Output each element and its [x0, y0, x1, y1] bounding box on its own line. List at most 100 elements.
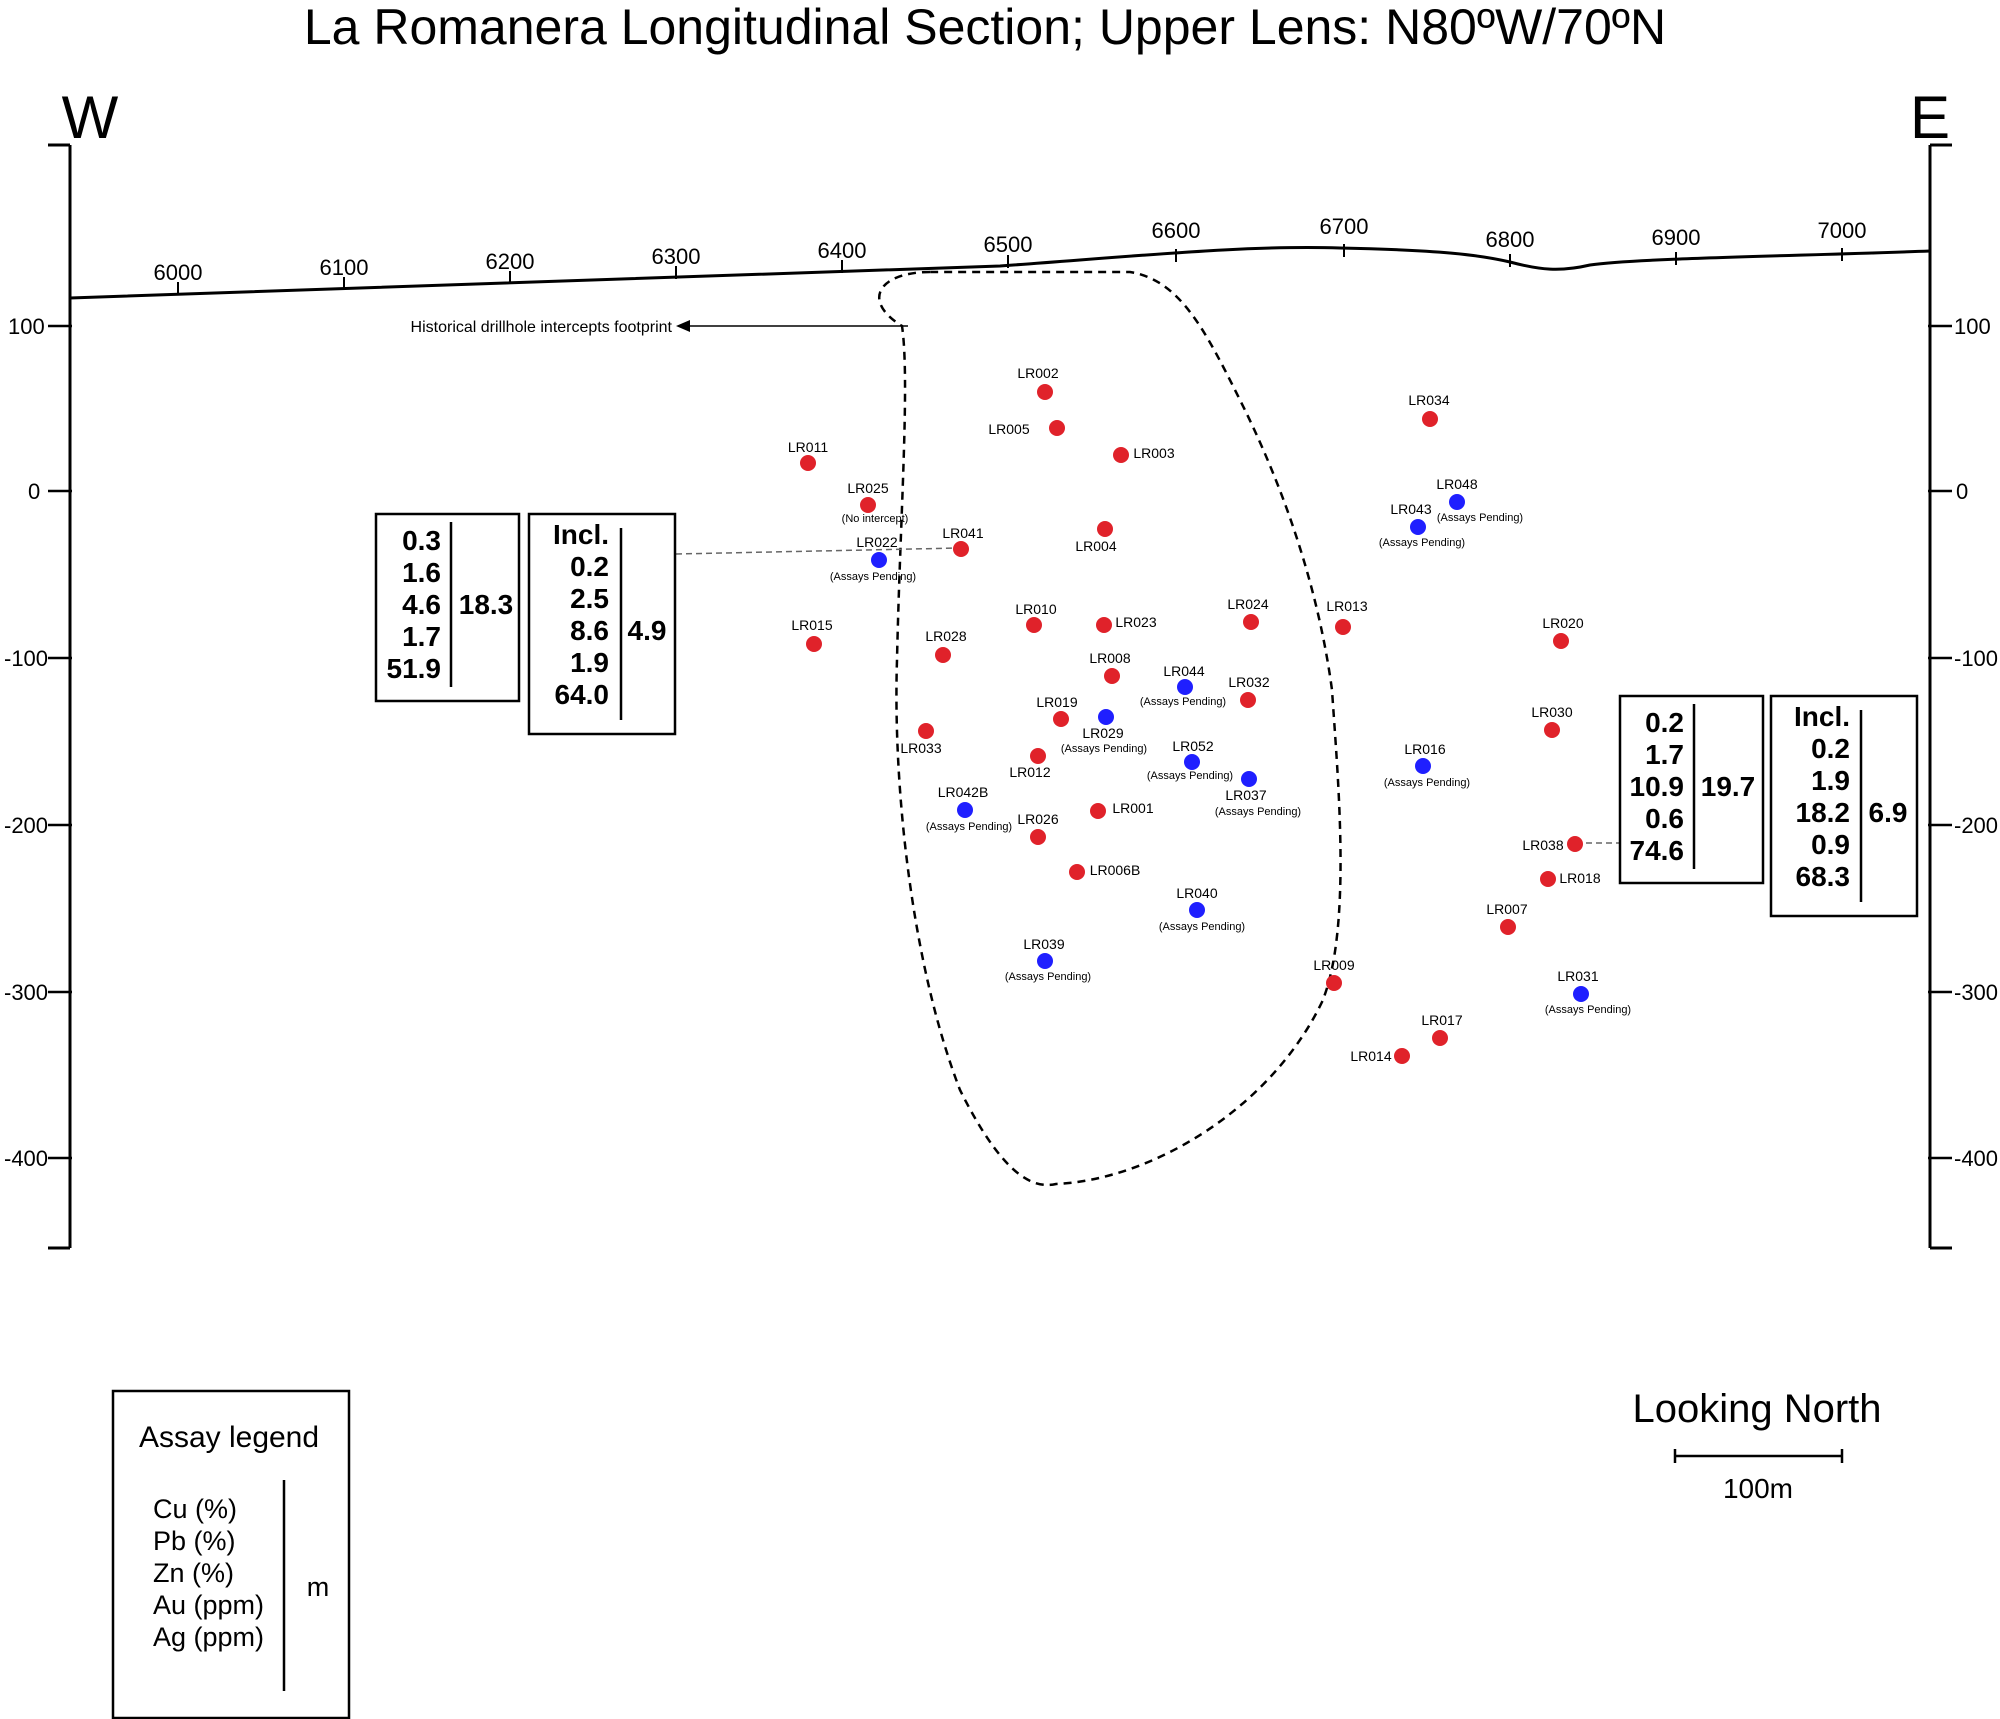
drillhole-marker-lr042b	[957, 802, 973, 818]
drillhole-marker-lr002	[1037, 384, 1053, 400]
drillhole-marker-lr008	[1104, 668, 1120, 684]
drillhole-marker-lr020	[1553, 633, 1569, 649]
drillhole-label-lr002: LR002	[1017, 365, 1058, 381]
drillhole-marker-lr016	[1415, 758, 1431, 774]
elev-label-neg400-right: -400	[1954, 1146, 1998, 1171]
drillhole-marker-lr028	[935, 647, 951, 663]
drillhole-label-lr010: LR010	[1015, 601, 1056, 617]
assay-legend: Assay legend Cu (%) Pb (%) Zn (%) Au (pp…	[111, 1389, 351, 1719]
easting-label-6600: 6600	[1152, 218, 1201, 243]
drillhole-label-lr019: LR019	[1036, 694, 1077, 710]
drillhole-marker-lr015	[806, 636, 822, 652]
legend-item-ag: Ag (ppm)	[153, 1622, 264, 1652]
assay-box-heading: Incl.	[553, 519, 609, 550]
assay-intercept-boxes: 0.31.64.61.751.918.3Incl.0.22.58.61.964.…	[374, 512, 1919, 918]
scale-bar	[1673, 1449, 1844, 1463]
drillhole-marker-lr025	[860, 497, 876, 513]
drillhole-label-lr039: LR039	[1023, 936, 1064, 952]
drillhole-marker-lr019	[1053, 711, 1069, 727]
west-label: W	[62, 84, 119, 151]
assay-box-value: 1.9	[570, 647, 609, 678]
elev-label-neg100-left: -100	[4, 646, 48, 671]
drillhole-note-lr052: (Assays Pending)	[1147, 770, 1233, 782]
drillhole-note-lr044: (Assays Pending)	[1140, 696, 1226, 708]
drillhole-marker-lr014	[1394, 1048, 1410, 1064]
elev-label-100-right: 100	[1954, 314, 1991, 339]
drillhole-note-lr037: (Assays Pending)	[1215, 806, 1301, 818]
footprint-label: Historical drillhole intercepts footprin…	[411, 319, 673, 336]
assay-box-3: 0.21.710.90.674.619.7	[1618, 694, 1765, 885]
assay-box-length: 4.9	[628, 615, 667, 646]
scale-bar-label: 100m	[1723, 1473, 1793, 1504]
footprint-callout: Historical drillhole intercepts footprin…	[411, 319, 908, 336]
drillhole-marker-lr012	[1030, 748, 1046, 764]
drillhole-marker-lr030	[1544, 722, 1560, 738]
drillhole-marker-lr034	[1422, 411, 1438, 427]
drillhole-marker-lr005	[1049, 420, 1065, 436]
easting-label-6200: 6200	[486, 249, 535, 274]
historical-footprint-outline	[878, 270, 1342, 1187]
drillhole-note-lr039: (Assays Pending)	[1005, 971, 1091, 983]
easting-label-6900: 6900	[1652, 225, 1701, 250]
drillhole-marker-lr026	[1030, 829, 1046, 845]
easting-label-7000: 7000	[1818, 218, 1867, 243]
legend-item-cu: Cu (%)	[153, 1494, 237, 1524]
drillhole-marker-lr007	[1500, 919, 1516, 935]
elev-label-neg100-right: -100	[1954, 646, 1998, 671]
drillhole-label-lr033: LR033	[900, 740, 941, 756]
assay-box-value: 68.3	[1796, 861, 1851, 892]
drillhole-label-lr024: LR024	[1227, 596, 1268, 612]
drillhole-label-lr004: LR004	[1075, 538, 1116, 554]
drillhole-label-lr005: LR005	[988, 421, 1029, 437]
drillhole-label-lr041: LR041	[942, 525, 983, 541]
drillhole-label-lr025: LR025	[847, 480, 888, 496]
elev-label-neg300-left: -300	[4, 980, 48, 1005]
assay-leader-west	[675, 547, 961, 555]
assay-box-value: 51.9	[387, 653, 442, 684]
drillhole-label-lr038: LR038	[1522, 837, 1563, 853]
drillhole-marker-lr043	[1410, 519, 1426, 535]
drillhole-note-lr043: (Assays Pending)	[1379, 537, 1465, 549]
assay-box-value: 1.7	[1645, 739, 1684, 770]
drillhole-marker-lr033	[918, 723, 934, 739]
assay-box-value: 0.2	[1645, 707, 1684, 738]
legend-item-zn: Zn (%)	[153, 1558, 234, 1588]
drillhole-marker-lr006b	[1069, 864, 1085, 880]
drillhole-label-lr044: LR044	[1163, 663, 1204, 679]
assay-box-2: Incl.0.22.58.61.964.04.9	[527, 512, 677, 736]
drillhole-note-lr040: (Assays Pending)	[1159, 921, 1245, 933]
drillhole-marker-lr001	[1090, 803, 1106, 819]
assay-box-value: 2.5	[570, 583, 609, 614]
drillhole-marker-lr037	[1241, 771, 1257, 787]
drillhole-marker-lr040	[1189, 902, 1205, 918]
drillhole-marker-lr031	[1573, 986, 1589, 1002]
drillhole-label-lr023: LR023	[1115, 614, 1156, 630]
drillhole-note-lr025: (No intercept)	[842, 513, 909, 525]
drillhole-marker-lr009	[1326, 975, 1342, 991]
legend-item-pb: Pb (%)	[153, 1526, 236, 1556]
easting-label-6400: 6400	[818, 238, 867, 263]
assay-box-value: 1.9	[1811, 765, 1850, 796]
drillhole-label-lr034: LR034	[1408, 392, 1449, 408]
drillhole-marker-lr052	[1184, 754, 1200, 770]
drillhole-label-lr040: LR040	[1176, 885, 1217, 901]
assay-box-value: 8.6	[570, 615, 609, 646]
drillhole-marker-lr024	[1243, 614, 1259, 630]
assay-box-length: 18.3	[459, 589, 514, 620]
drillhole-note-lr022: (Assays Pending)	[830, 571, 916, 583]
assay-box-1: 0.31.64.61.751.918.3	[374, 512, 521, 703]
assay-box-heading: Incl.	[1794, 701, 1850, 732]
assay-box-value: 0.2	[570, 551, 609, 582]
drillhole-note-lr031: (Assays Pending)	[1545, 1004, 1631, 1016]
assay-box-frame	[374, 512, 521, 703]
assay-box-frame	[527, 512, 677, 736]
drillhole-note-lr029: (Assays Pending)	[1061, 743, 1147, 755]
east-label: E	[1910, 84, 1950, 151]
elev-label-0-left: 0	[28, 479, 40, 504]
drillhole-label-lr020: LR020	[1542, 615, 1583, 631]
drillhole-label-lr007: LR007	[1486, 901, 1527, 917]
assay-box-length: 19.7	[1701, 771, 1756, 802]
drillhole-marker-lr029	[1098, 709, 1114, 725]
